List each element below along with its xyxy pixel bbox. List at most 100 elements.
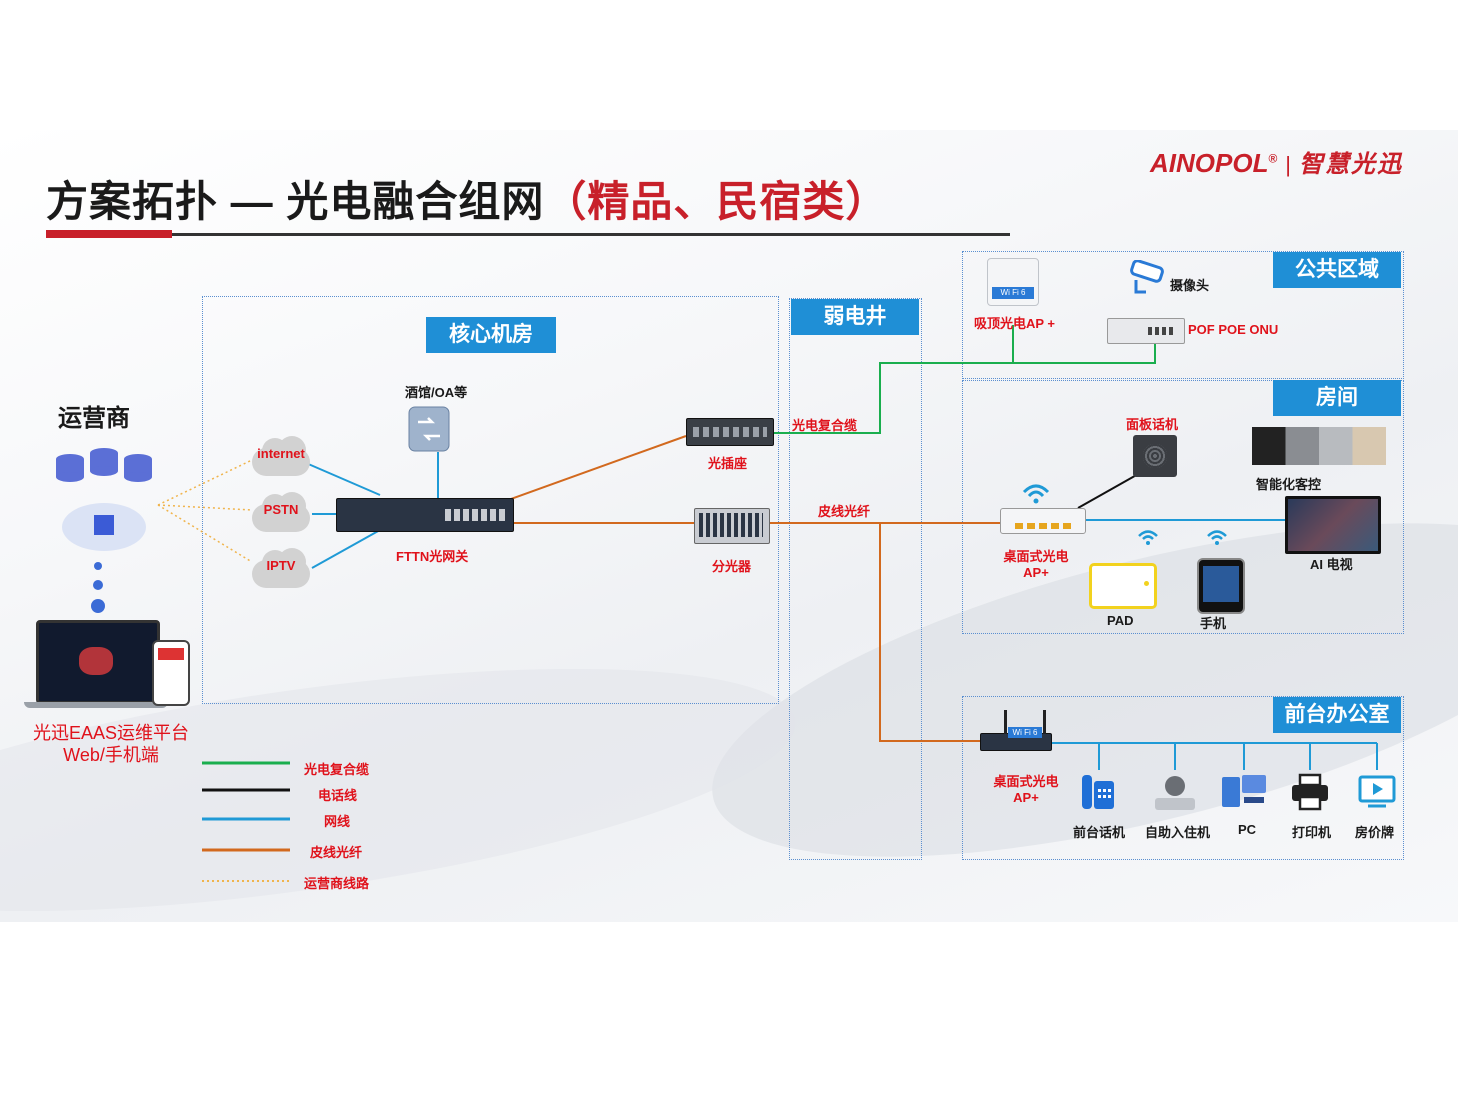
desktop-ap-office-label: 桌面式光电 AP+	[990, 774, 1062, 806]
wifi6-badge: Wi Fi 6	[1008, 727, 1042, 738]
desktop-ap-room-line1: 桌面式光电	[1003, 549, 1069, 564]
optical-socket-device	[686, 418, 774, 446]
laptop-icon	[36, 620, 160, 704]
database-icon	[56, 448, 152, 551]
wifi6-badge: Wi Fi 6	[992, 287, 1034, 299]
brand-logo: AINOPOL® | 智慧光迅	[1150, 144, 1403, 179]
ai-tv-label: AI 电视	[1310, 557, 1353, 572]
panel-phone-device	[1133, 435, 1177, 477]
poe-onu-device	[1107, 318, 1185, 344]
operator-label: 运营商	[58, 405, 130, 432]
network-line	[305, 462, 381, 496]
operator-line	[157, 504, 253, 563]
internet-label: internet	[257, 446, 305, 461]
legend-phone-label: 电话线	[318, 788, 358, 803]
printer-icon	[1292, 773, 1328, 811]
desktop-ap-office-line2: AP+	[1013, 790, 1039, 805]
logo-brand: AINOPOL	[1150, 148, 1269, 178]
price-board-label: 房价牌	[1355, 825, 1395, 840]
weak-shaft-tag: 弱电井	[791, 299, 919, 335]
pc-label: PC	[1238, 822, 1257, 837]
laptop-base	[24, 702, 168, 708]
room-zone	[962, 380, 1404, 634]
title-main: 方案拓扑 — 光电融合组网	[46, 178, 545, 225]
desktop-ap-room-label: 桌面式光电 AP+	[1000, 549, 1072, 581]
pad-device	[1089, 563, 1157, 609]
operator-line	[157, 504, 253, 511]
office-tag: 前台办公室	[1273, 697, 1401, 733]
splitter-device	[694, 508, 770, 544]
splitter-label: 分光器	[712, 559, 752, 574]
ai-tv-device	[1285, 496, 1381, 554]
self-checkin-label: 自助入住机	[1145, 825, 1211, 840]
ceiling-ap-device: Wi Fi 6	[987, 258, 1039, 306]
title-underline	[172, 233, 1010, 236]
logo-separator: |	[1285, 152, 1292, 177]
antenna	[1004, 710, 1007, 734]
platform-line2: Web/手机端	[63, 745, 159, 765]
desk-phone-icon	[1082, 775, 1114, 809]
desktop-ap-room-device	[1000, 508, 1086, 534]
page-title: 方案拓扑 — 光电融合组网（精品、民宿类）	[46, 168, 888, 229]
topology-lines	[157, 325, 1378, 882]
desktop-ap-room-line2: AP+	[1023, 565, 1049, 580]
pstn-label: PSTN	[263, 502, 299, 517]
logo-mark: ®	[1268, 151, 1278, 166]
iptv-cloud: IPTV	[252, 548, 310, 588]
ceiling-ap-label: 吸顶光电AP +	[974, 316, 1056, 331]
pad-label: PAD	[1107, 613, 1134, 628]
wifi-icon	[1022, 484, 1050, 504]
smart-control-panels	[1252, 427, 1386, 465]
public-area-zone	[962, 251, 1404, 379]
switch-icon	[408, 406, 450, 452]
legend-fiber-label: 皮线光纤	[310, 845, 363, 860]
fiber-line	[496, 435, 687, 505]
internet-cloud: internet	[252, 436, 310, 476]
smartphone-label: 手机	[1200, 616, 1227, 631]
fttn-gateway-device	[336, 498, 514, 532]
weak-shaft-zone	[789, 298, 922, 860]
fiber-line	[879, 523, 985, 742]
phone-line	[1077, 472, 1141, 509]
printer-label: 打印机	[1292, 825, 1332, 840]
desktop-ap-office-line1: 桌面式光电	[993, 774, 1059, 789]
front-phone-label: 前台话机	[1073, 825, 1126, 840]
self-checkin-icon	[1155, 776, 1195, 810]
composite-line	[772, 342, 1156, 434]
hotel-oa-label: 酒馆/OA等	[405, 385, 468, 400]
antenna	[1043, 710, 1046, 734]
core-room-tag: 核心机房	[426, 317, 556, 353]
smartphone-device	[1197, 558, 1245, 614]
room-tag: 房间	[1273, 380, 1401, 416]
iptv-label: IPTV	[266, 558, 296, 573]
connector-dot	[91, 599, 105, 613]
legend-network-label: 网线	[324, 814, 351, 829]
office-zone	[962, 696, 1404, 860]
fiber-cable-label: 皮线光纤	[818, 504, 871, 519]
camera-icon	[1130, 260, 1164, 294]
composite-cable-label: 光电复合缆	[792, 418, 858, 433]
platform-line1: 光迅EAAS运维平台	[32, 723, 190, 743]
platform-label: 光迅EAAS运维平台 Web/手机端	[18, 722, 204, 766]
operator-line	[157, 459, 253, 506]
wifi-icon	[1138, 530, 1158, 545]
mobile-app-icon	[152, 640, 190, 706]
title-suffix: （精品、民宿类）	[544, 178, 889, 225]
panel-phone-label: 面板话机	[1126, 417, 1179, 432]
connector-dot	[94, 562, 102, 570]
camera-label: 摄像头	[1170, 278, 1210, 293]
core-room-zone	[202, 296, 779, 704]
price-board-icon	[1358, 775, 1396, 808]
public-area-tag: 公共区域	[1273, 252, 1401, 288]
poe-onu-label: POF POE ONU	[1188, 322, 1279, 337]
logo-chinese: 智慧光迅	[1299, 149, 1404, 178]
slide: 方案拓扑 — 光电融合组网（精品、民宿类） AINOPOL® | 智慧光迅 核心机房…	[0, 130, 1458, 922]
legend-operator-label: 运营商线路	[304, 876, 370, 891]
pstn-cloud: PSTN	[252, 492, 310, 532]
smart-control-label: 智能化客控	[1256, 477, 1322, 492]
connector-dot	[93, 580, 103, 590]
title-underline-accent	[46, 230, 172, 238]
optical-socket-label: 光插座	[708, 456, 748, 471]
legend-composite-label: 光电复合缆	[304, 762, 370, 777]
fttn-gateway-label: FTTN光网关	[396, 549, 469, 564]
